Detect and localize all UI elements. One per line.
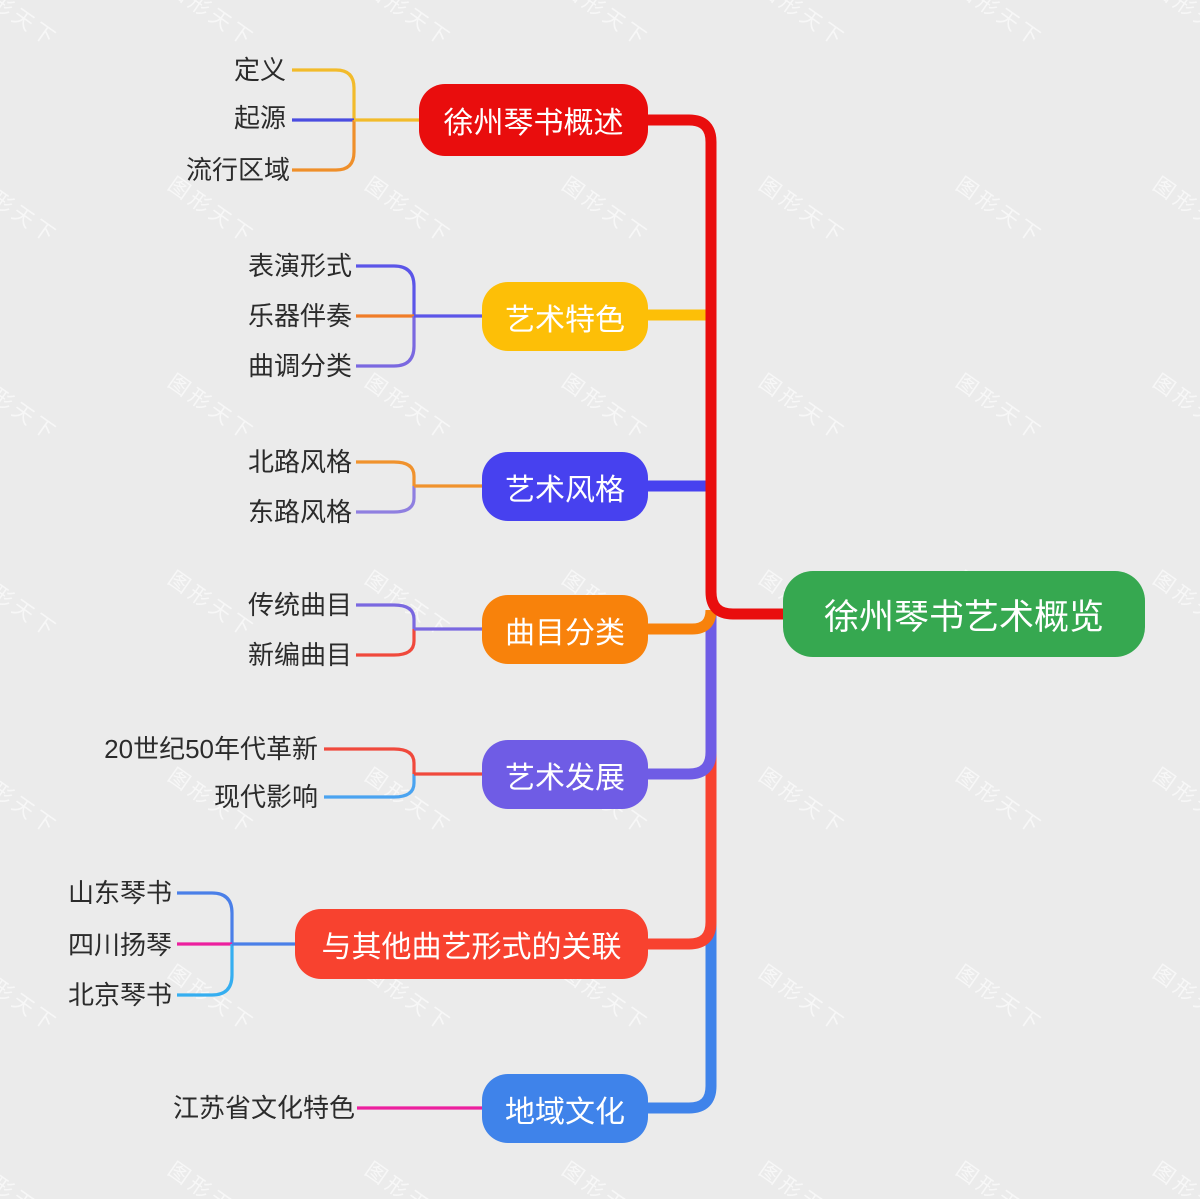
child-node-qudiaofenlei[interactable]: 曲调分类 (247, 351, 352, 381)
edge-child-beilu (356, 460, 416, 486)
edge-trunk-regional (648, 612, 717, 1114)
edge-trunk-repertoire (648, 609, 717, 635)
branch-node-regional[interactable]: 地域文化 (482, 1074, 648, 1143)
child-node-liuxingquyu[interactable]: 流行区域 (185, 155, 290, 185)
child-node-dingyi[interactable]: 定义 (233, 55, 286, 85)
edge-child-shandong (177, 891, 234, 944)
edge-trunk-overview (648, 114, 783, 620)
child-node-xinbianqumu[interactable]: 新编曲目 (247, 640, 352, 670)
edge-child-liuxingquyu (292, 120, 356, 172)
edge-child-qudiaofenlei (356, 316, 416, 368)
edge-trunk-development (648, 612, 717, 780)
branch-node-related[interactable]: 与其他曲艺形式的关联 (295, 909, 648, 979)
child-node-beijingqinshu[interactable]: 北京琴书 (67, 980, 172, 1010)
child-node-donglufengge[interactable]: 东路风格 (247, 497, 352, 527)
edge-child-xinbianqumu (356, 629, 416, 657)
child-node-qiyuan[interactable]: 起源 (233, 103, 286, 133)
edge-child-chuantongqumu (356, 603, 416, 629)
child-node-shandongqinshu[interactable]: 山东琴书 (67, 878, 172, 908)
edge-child-dingyi (292, 68, 356, 120)
edge-child-gexin (324, 747, 416, 774)
edge-child-biaoyanxingshi (356, 264, 416, 316)
branch-node-overview[interactable]: 徐州琴书概述 (419, 84, 648, 156)
branch-node-repertoire[interactable]: 曲目分类 (482, 595, 648, 664)
child-node-yueqibanzou[interactable]: 乐器伴奏 (247, 301, 352, 331)
root-node[interactable]: 徐州琴书艺术概览 (783, 571, 1145, 657)
edge-trunk-related (648, 612, 717, 950)
edge-child-beijing (177, 944, 234, 997)
child-node-jiangsutese[interactable]: 江苏省文化特色 (172, 1093, 355, 1123)
branch-node-development[interactable]: 艺术发展 (482, 740, 648, 809)
child-node-chuantongqumu[interactable]: 传统曲目 (247, 590, 352, 620)
child-node-beilufengge[interactable]: 北路风格 (247, 447, 352, 477)
child-node-sichuanyangqin[interactable]: 四川扬琴 (67, 930, 172, 960)
branch-node-styles[interactable]: 艺术风格 (482, 452, 648, 521)
edge-child-donglu (356, 486, 416, 514)
branch-node-features[interactable]: 艺术特色 (482, 282, 648, 351)
edge-child-xiandaiyingxiang (324, 774, 416, 799)
child-node-50sgexin[interactable]: 20世纪50年代革新 (104, 734, 318, 764)
child-node-biaoyanxingshi[interactable]: 表演形式 (247, 251, 352, 281)
child-node-xiandaiyingxiang[interactable]: 现代影响 (213, 782, 318, 812)
